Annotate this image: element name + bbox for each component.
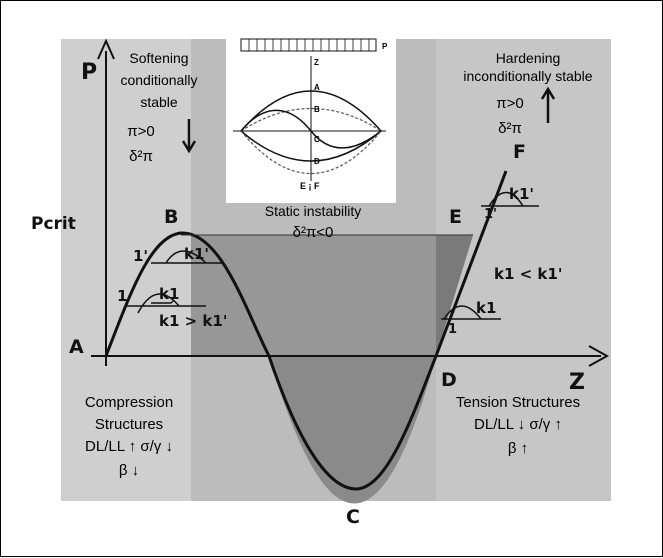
relation-left: k1 > k1' (159, 312, 227, 330)
compression-line3: DL/LL ↑ σ/γ ↓ (85, 438, 173, 455)
inset-label-a: A (314, 83, 320, 92)
hardening-line2: inconditionally stable (463, 68, 592, 84)
inset-arch-c (240, 109, 382, 149)
static-instability-label: Static instability (265, 203, 361, 219)
slope-one-left: 1 (117, 287, 127, 305)
relation-right: k1 < k1' (494, 265, 562, 283)
slope-arc-k1prime-left (165, 250, 207, 264)
tension-line2: DL/LL ↓ σ/γ ↑ (474, 416, 562, 433)
static-instability-sym: δ²π<0 (293, 224, 334, 241)
inset-arch-b (240, 108, 382, 132)
inset-arch-d (240, 130, 382, 162)
point-b-label: B (164, 206, 178, 228)
inset-bottom-label: E ¡ F (300, 181, 320, 191)
hardening-line1: Hardening (496, 50, 561, 66)
point-a-label: A (69, 336, 84, 358)
y-axis-label: P (81, 60, 97, 85)
inset-label-c: C (314, 135, 320, 144)
softening-sym2: δ²π (129, 148, 153, 165)
inset-label-d: D (314, 157, 320, 166)
compression-line2: Structures (95, 416, 163, 433)
inset-z-label: Z (314, 58, 319, 67)
softening-line3: stable (140, 94, 178, 110)
point-e-label: E (449, 206, 462, 228)
point-f-label: F (513, 141, 526, 163)
hardening-sym1: π>0 (496, 95, 523, 112)
hardening-shaded-triangle (436, 235, 473, 356)
pcrit-label: Pcrit (31, 214, 76, 234)
inset-arch-a (240, 90, 382, 132)
softening-sym1: π>0 (127, 123, 154, 140)
slope-triangle-k1-left (151, 300, 174, 304)
slope-k1prime-right: k1' (509, 185, 534, 203)
slope-one-prime-right: 1' (484, 207, 497, 222)
hardening-up-arrow (540, 86, 556, 123)
slope-one-right: 1 (448, 322, 457, 337)
slope-k1-right: k1 (476, 299, 496, 317)
x-axis-arrow (588, 345, 610, 367)
compression-line1: Compression (85, 394, 173, 411)
compression-line4: β ↓ (119, 462, 139, 479)
softening-line2: conditionally (120, 72, 197, 88)
slope-arc-k1-left (137, 293, 180, 314)
inset-load-strip (240, 38, 377, 52)
unstable-shaded-region (191, 235, 473, 356)
slope-one-prime-left: 1' (133, 247, 148, 265)
slope-arc-k1prime-right (488, 191, 524, 207)
band-right (436, 39, 611, 501)
below-axis-shaded-region (269, 356, 436, 504)
softening-down-arrow (181, 119, 197, 154)
x-axis-label: Z (569, 370, 585, 395)
arch-inset: P Z A B C D E ¡ F (226, 33, 396, 203)
slope-arc-k1-right (443, 305, 482, 320)
inset-label-b: B (314, 105, 320, 114)
inset-load-label: P (382, 42, 388, 51)
slope-k1prime-left: k1' (184, 245, 209, 263)
slope-k1-left: k1 (159, 285, 179, 303)
softening-line1: Softening (129, 50, 188, 66)
band-left (61, 39, 191, 501)
y-axis-arrow (97, 38, 115, 60)
point-c-label: C (346, 506, 360, 528)
load-displacement-curve (104, 170, 508, 491)
hardening-sym2: δ²π (498, 120, 522, 137)
tension-line1: Tension Structures (456, 394, 580, 411)
point-d-label: D (441, 369, 457, 391)
tension-line3: β ↑ (508, 440, 528, 457)
